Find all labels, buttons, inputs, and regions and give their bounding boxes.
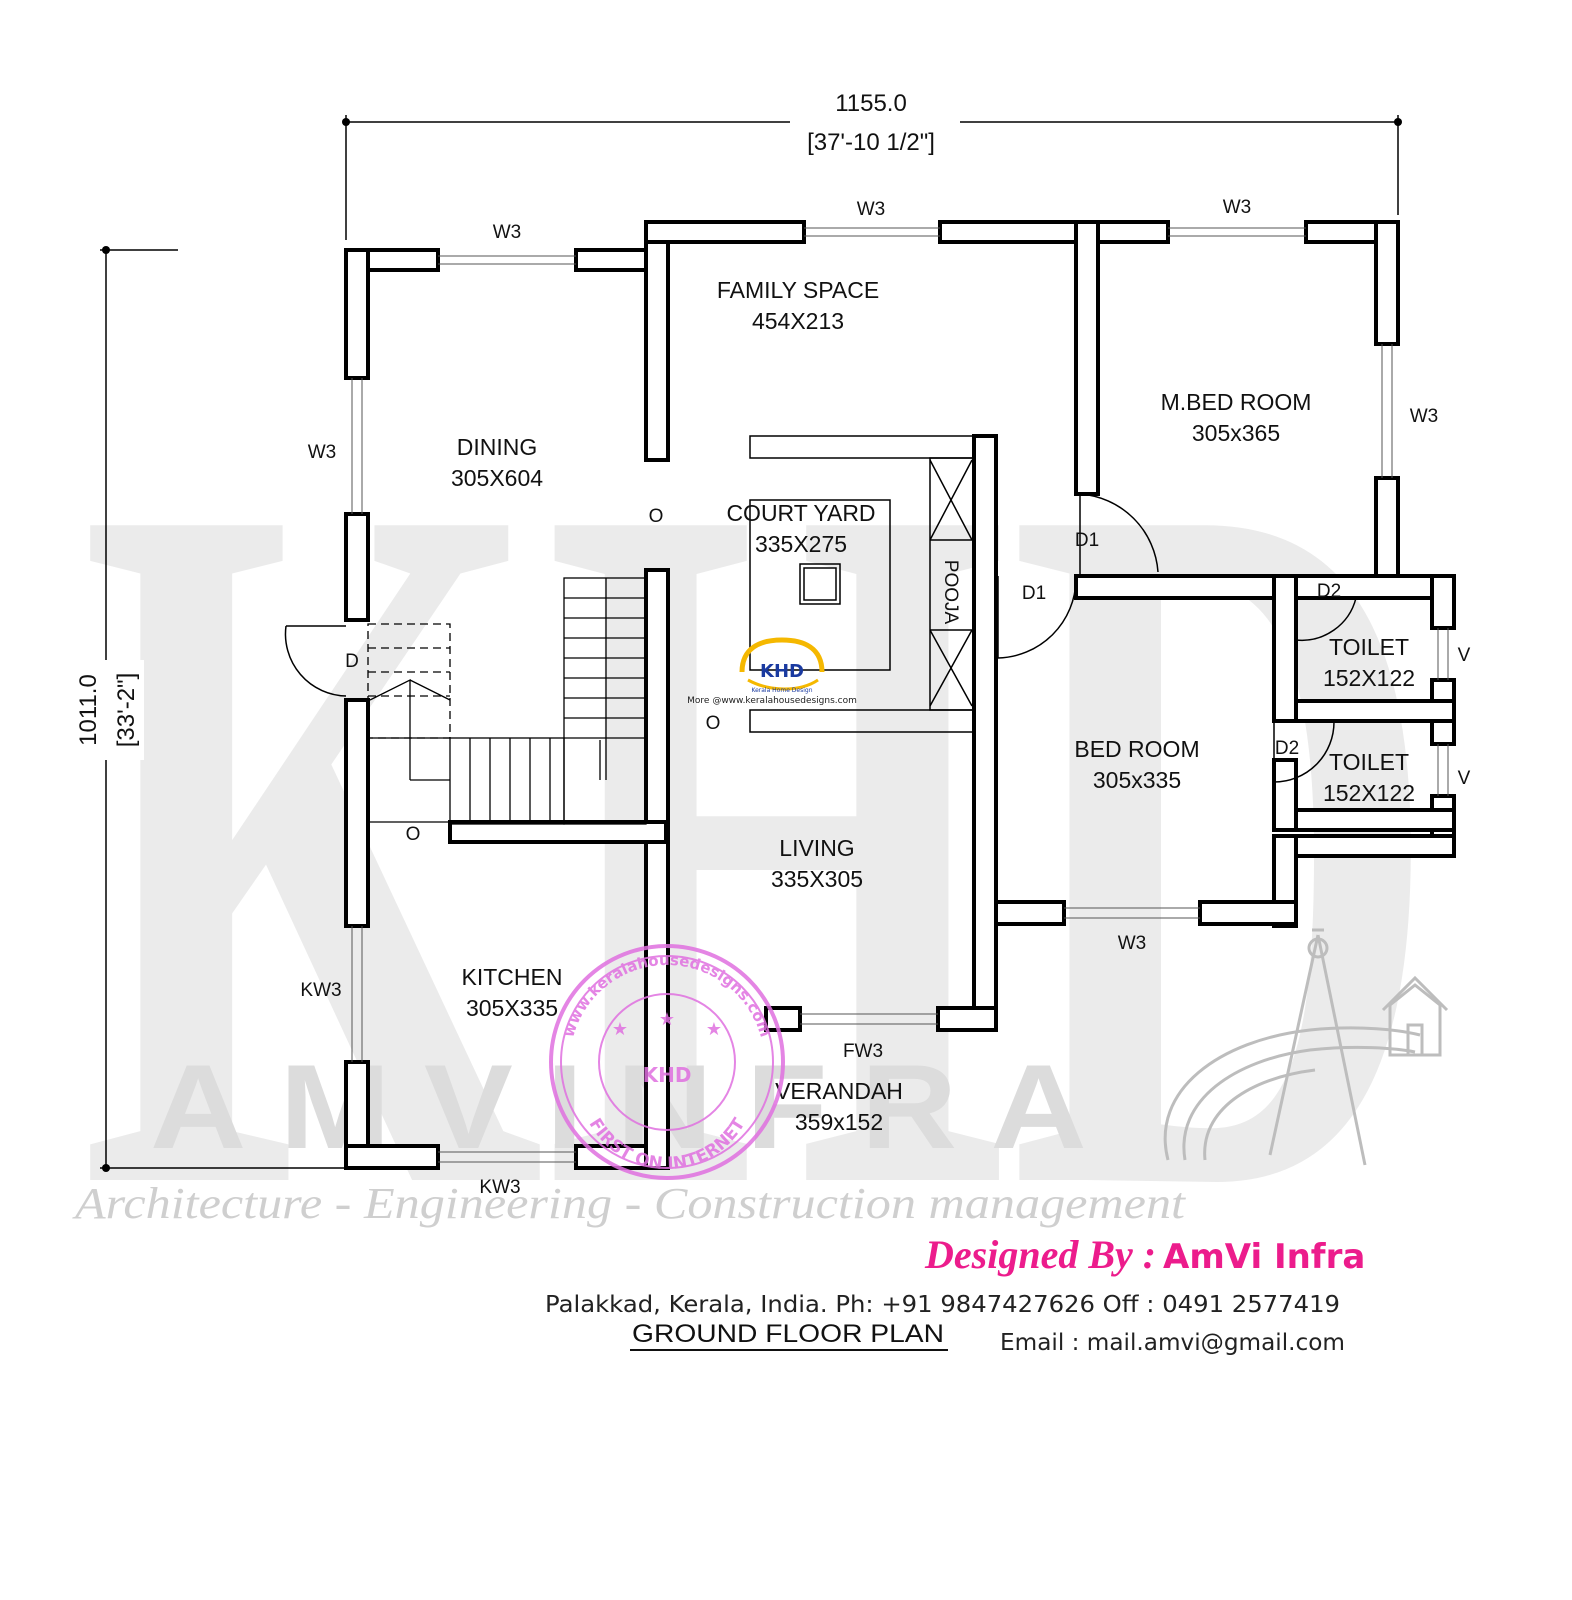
overall-height-imperial: [33'-2"] [113,673,140,747]
compass-house-logo-icon [1163,928,1449,1166]
overall-width-imperial: [37'-10 1/2"] [807,129,935,156]
designed-by-label: Designed By : [924,1232,1156,1277]
verandah-name: VERANDAH [775,1078,903,1104]
room-labels: FAMILY SPACE 454X213 M.BED ROOM 305x365 … [451,277,1415,1135]
dining-size: 305X604 [451,465,543,491]
seal-star-icon: ★ [612,1019,628,1039]
v-bottom-label: V [1458,768,1471,789]
company-name: AmVi Infra [1163,1237,1365,1277]
seal-star-icon: ★ [706,1019,722,1039]
khd-logo-icon: KHD Kerala Home Design More @www.keralah… [687,637,857,706]
overall-height-value: 1011.0 [75,674,102,746]
v-top-label: V [1458,645,1471,666]
w3-family-top-label: W3 [857,199,886,220]
plan-title: GROUND FLOOR PLAN [632,1320,944,1348]
dimension-lines: 1155.0 [37'-10 1/2"] 1011.0 [33'-2"] [70,84,1402,1172]
opening-o-dining: O [649,506,664,527]
address-phone-text: Palakkad, Kerala, India. Ph: +91 9847427… [545,1292,1340,1318]
w3-bed-bottom-label: W3 [1118,933,1147,954]
seal-center-logo-text: KHD [643,1063,692,1087]
email-text: Email : mail.amvi@gmail.com [1000,1330,1345,1356]
seal-star-icon: ★ [659,1009,675,1029]
khd-logo-text: KHD [760,661,804,682]
toilet-1-size: 152X122 [1323,665,1415,691]
background-watermark: KHD AMVINFRA Architecture - Engineering … [72,290,1449,1397]
w3-dining-top-label: W3 [493,222,522,243]
windows [351,227,1449,1163]
credits: Designed By : AmVi Infra Palakkad, Keral… [545,1232,1365,1356]
dining-name: DINING [457,434,538,460]
opening-o-kitchen: O [406,824,421,845]
m-bed-room-size: 305x365 [1192,420,1280,446]
family-space-size: 454X213 [752,308,844,334]
verandah-size: 359x152 [795,1109,883,1135]
overall-width-value: 1155.0 [835,90,907,117]
kw3-left-label: KW3 [300,980,341,1001]
kw3-bottom-label: KW3 [479,1177,520,1198]
m-bed-room-name: M.BED ROOM [1161,389,1312,415]
d1-mbed-label: D1 [1075,530,1099,551]
pooja-name: POOJA [940,560,961,625]
staircase [367,577,647,825]
opening-o-living: O [706,713,721,734]
kitchen-name: KITCHEN [462,964,563,990]
family-space-name: FAMILY SPACE [717,277,879,303]
toilet-2-name: TOILET [1329,749,1409,775]
toilet-1-name: TOILET [1329,634,1409,660]
doors [284,493,1357,783]
khd-more-link-text: More @www.keralahousedesigns.com [687,696,857,706]
living-name: LIVING [779,835,854,861]
fw3-label: FW3 [843,1041,883,1062]
d2-bottom-label: D2 [1275,738,1299,759]
d2-top-label: D2 [1317,581,1341,602]
watermark-big-letters: KHD [80,290,1440,1397]
bed-room-size: 305x335 [1093,767,1181,793]
w3-dining-left-label: W3 [308,442,337,463]
entry-door-label: D [345,651,359,672]
bed-room-name: BED ROOM [1074,736,1199,762]
khd-logo-subtext: Kerala Home Design [751,687,812,694]
opening-labels: W3 W3 W3 W3 W3 W3 KW3 KW3 FW3 D1 D1 D2 D… [300,197,1470,1198]
watermark-tagline: Architecture - Engineering - Constructio… [72,1179,1187,1228]
w3-mbed-top-label: W3 [1223,197,1252,218]
w3-mbed-right-label: W3 [1410,406,1439,427]
toilet-2-size: 152X122 [1323,780,1415,806]
d1-bed-label: D1 [1022,583,1046,604]
living-size: 335X305 [771,866,863,892]
kitchen-size: 305X335 [466,995,558,1021]
court-yard-name: COURT YARD [726,500,875,526]
court-yard-size: 335X275 [755,531,847,557]
